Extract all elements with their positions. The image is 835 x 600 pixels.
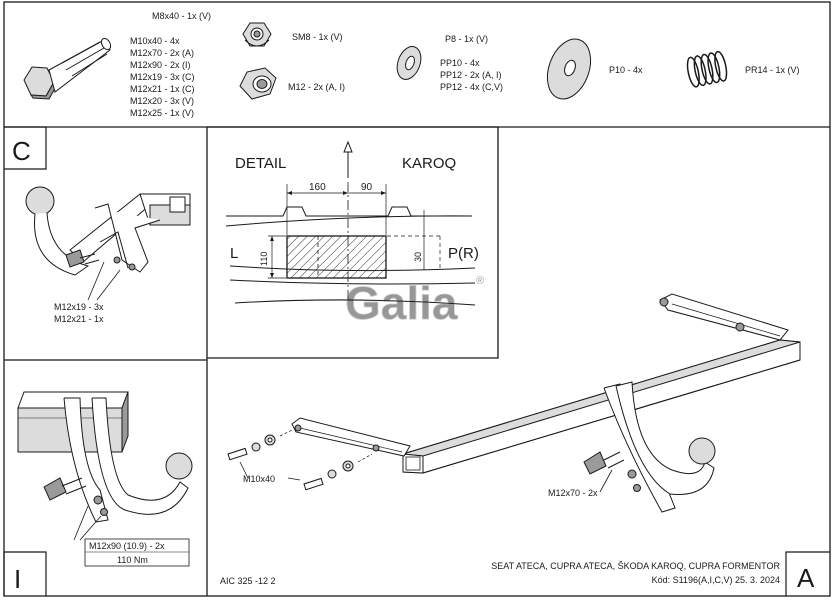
parts-list: M8x40 - 1x (V) M10x40 - 4x M12x70 - 2x (… bbox=[23, 11, 800, 118]
hex-nut-icon bbox=[239, 67, 277, 100]
callout-line: M12x21 - 1x bbox=[54, 314, 104, 324]
bolt-size-line: M12x90 - 2x (I) bbox=[130, 60, 191, 70]
panel-letter-i: I bbox=[14, 564, 21, 594]
large-washer-icon bbox=[546, 38, 592, 100]
spring-washer-list: PP10 - 4x PP12 - 2x (A, I) PP12 - 4x (C,… bbox=[440, 58, 504, 92]
vehicle-list: SEAT ATECA, CUPRA ATECA, ŠKODA KAROQ, CU… bbox=[491, 561, 780, 571]
sheet-frame bbox=[3, 1, 831, 597]
spring-pr14-label: PR14 - 1x (V) bbox=[745, 65, 800, 75]
panel-c-callout: M12x19 - 3x M12x21 - 1x bbox=[54, 302, 106, 324]
washer-p8-label: P8 - 1x (V) bbox=[445, 34, 488, 44]
dimension-90: 90 bbox=[361, 182, 373, 193]
torque-callout-value: 110 Nm bbox=[117, 555, 148, 565]
callout-line: M12x19 - 3x bbox=[54, 302, 104, 312]
vehicle-title: KAROQ bbox=[402, 155, 456, 172]
washer-line: PP12 - 2x (A, I) bbox=[440, 70, 502, 80]
bracket-i-drawing bbox=[17, 391, 193, 541]
dimension-30: 30 bbox=[413, 252, 423, 262]
panel-c: C M12x19 - 3x M12x21 - 1x bbox=[12, 136, 191, 324]
torque-callout-bolt: M12x90 (10.9) - 2x bbox=[89, 541, 165, 551]
bolt-size-line: M12x19 - 3x (C) bbox=[130, 72, 195, 82]
panel-letter-c: C bbox=[12, 136, 31, 166]
bolt-size-line: M12x21 - 1x (C) bbox=[130, 84, 195, 94]
lock-nut-icon bbox=[242, 22, 272, 47]
bolt-size-line: M12x20 - 3x (V) bbox=[130, 96, 194, 106]
spring-icon bbox=[686, 50, 728, 88]
bolt-m12x70-label: M12x70 - 2x bbox=[548, 488, 598, 498]
left-bolt-set bbox=[227, 429, 373, 491]
panel-i: M12x90 (10.9) - 2x 110 Nm I bbox=[14, 391, 193, 594]
bolt-size-list: M10x40 - 4x M12x70 - 2x (A) M12x90 - 2x … bbox=[130, 36, 197, 118]
crossbar bbox=[402, 339, 801, 474]
left-side-bracket bbox=[291, 417, 411, 457]
bracket-c-drawing bbox=[25, 186, 191, 301]
panel-letter-a: A bbox=[797, 563, 815, 593]
direction-arrow-icon bbox=[343, 140, 353, 178]
bolt-size-line: M12x25 - 1x (V) bbox=[130, 108, 194, 118]
bolt-m8x40-label: M8x40 - 1x (V) bbox=[152, 11, 211, 21]
svg-text:®: ® bbox=[476, 275, 484, 287]
bumper-contour bbox=[225, 206, 476, 306]
hatched-profile bbox=[286, 235, 387, 279]
hex-bolt-icon bbox=[23, 37, 112, 100]
tow-ball-assembly bbox=[583, 381, 716, 513]
washer-icon bbox=[396, 46, 422, 80]
torque-callout-box bbox=[84, 538, 190, 567]
nut-m12-label: M12 - 2x (A, I) bbox=[288, 82, 345, 92]
bolt-size-line: M10x40 - 4x bbox=[130, 36, 180, 46]
nut-sm8-label: SM8 - 1x (V) bbox=[292, 32, 343, 42]
dimension-110: 110 bbox=[259, 252, 269, 266]
bolt-m10x40-label: M10x40 bbox=[243, 474, 275, 484]
detail-title: DETAIL bbox=[235, 155, 286, 172]
label-p-r: P(R) bbox=[448, 245, 479, 262]
title-block: AIC 325 -12 2 SEAT ATECA, CUPRA ATECA, Š… bbox=[220, 561, 815, 593]
part-code-date: Kód: S1196(A,I,C,V) 25. 3. 2024 bbox=[652, 575, 780, 585]
galia-logo: Galia ® bbox=[345, 275, 485, 329]
label-l: L bbox=[230, 245, 238, 262]
bolt-size-line: M12x70 - 2x (A) bbox=[130, 48, 194, 58]
svg-text:Galia: Galia bbox=[345, 277, 458, 329]
washer-line: PP12 - 4x (C,V) bbox=[440, 82, 503, 92]
washer-line: PP10 - 4x bbox=[440, 58, 480, 68]
dimension-lines bbox=[268, 184, 441, 279]
document-code: AIC 325 -12 2 bbox=[220, 576, 276, 586]
detail-panel: DETAIL KAROQ bbox=[225, 140, 485, 329]
right-side-bracket bbox=[659, 293, 789, 341]
main-assembly: M10x40 M12x70 - 2x bbox=[227, 293, 801, 513]
washer-p10-label: P10 - 4x bbox=[609, 65, 643, 75]
dimension-160: 160 bbox=[309, 182, 326, 193]
